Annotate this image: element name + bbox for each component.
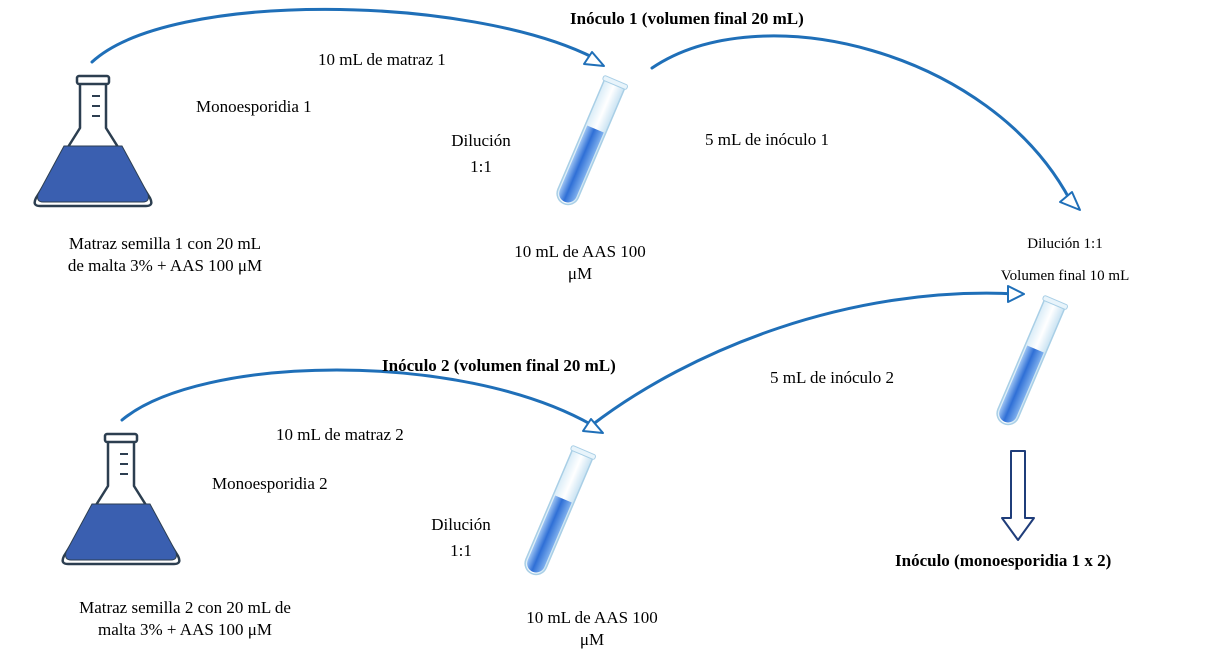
- arrow-tube1-to-final: [650, 34, 1072, 202]
- tube-2-caption-line1: 10 mL de AAS 100: [526, 608, 658, 627]
- arrow-flask2-to-tube2: [120, 368, 594, 427]
- dilution-1-line1: Dilución: [451, 131, 511, 150]
- monosporidia-2-label: Monoesporidia 2: [212, 474, 328, 493]
- test-tube-1-icon: [556, 75, 629, 206]
- flask-1-icon: [33, 74, 153, 208]
- monosporidia-1-label: Monoesporidia 1: [196, 97, 312, 116]
- final-result-label: Inóculo (monoesporidia 1 x 2): [895, 551, 1112, 570]
- arrowhead-tube1: [583, 51, 605, 67]
- dilution-2-label: Dilución 1:1: [416, 514, 506, 562]
- tube-1-caption: 10 mL de AAS 100 μM: [470, 241, 690, 285]
- arrowhead-final-top: [1059, 191, 1081, 211]
- tube-2-caption: 10 mL de AAS 100 μM: [482, 607, 702, 651]
- final-volume-label: Volumen final 10 mL: [1000, 268, 1130, 284]
- to-final-label-2: 5 mL de inóculo 2: [770, 368, 895, 387]
- flask-2-icon: [61, 432, 181, 566]
- arrowhead-tube2: [582, 418, 604, 434]
- inoculum-1-title: Inóculo 1 (volumen final 20 mL): [570, 9, 804, 28]
- tube-2-caption-line2: μM: [579, 630, 605, 649]
- transfer-label-flask-1: 10 mL de matraz 1: [318, 50, 446, 69]
- flask-1-caption-line2: de malta 3% + AAS 100 μM: [67, 256, 263, 275]
- flask-1-caption: Matraz semilla 1 con 20 mL de malta 3% +…: [0, 233, 330, 277]
- flask-2-caption: Matraz semilla 2 con 20 mL de malta 3% +…: [20, 597, 350, 641]
- dilution-2-line1: Dilución: [431, 515, 491, 534]
- test-tube-2-icon: [524, 445, 597, 576]
- dilution-1-label: Dilución 1:1: [436, 130, 526, 178]
- tube-1-caption-line1: 10 mL de AAS 100: [514, 242, 646, 261]
- inoculum-2-title: Inóculo 2 (volumen final 20 mL): [382, 356, 616, 375]
- to-final-label-1: 5 mL de inóculo 1: [705, 130, 830, 149]
- arrow-tube2-to-final: [590, 291, 1020, 427]
- tube-1-caption-line2: μM: [567, 264, 593, 283]
- dilution-2-line2: 1:1: [450, 541, 472, 560]
- flask-1-caption-line1: Matraz semilla 1 con 20 mL: [68, 234, 262, 253]
- transfer-label-flask-2: 10 mL de matraz 2: [276, 425, 404, 444]
- final-dilution-label: Dilución 1:1: [1027, 236, 1103, 252]
- flask-2-caption-line1: Matraz semilla 2 con 20 mL de: [79, 598, 291, 617]
- down-arrow-icon: [1001, 450, 1035, 541]
- final-test-tube-icon: [996, 295, 1069, 426]
- flask-2-caption-line2: malta 3% + AAS 100 μM: [97, 620, 273, 639]
- arrow-flask1-to-tube1: [90, 7, 596, 64]
- dilution-1-line2: 1:1: [470, 157, 492, 176]
- arrowhead-final-bottom: [1007, 285, 1025, 303]
